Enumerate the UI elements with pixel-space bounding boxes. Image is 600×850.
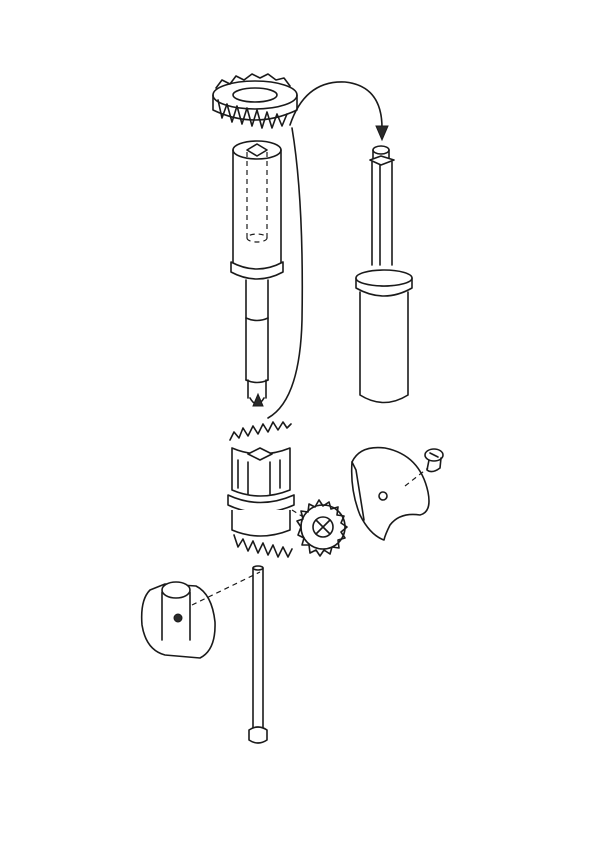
square-shaft-assembly: [355, 145, 413, 404]
transfer-arrow-bottom: [267, 127, 304, 419]
hollow-spindle: [230, 140, 284, 405]
transfer-arrow-top: [289, 81, 383, 129]
pin-rod: [248, 565, 268, 744]
small-gear: [296, 499, 348, 557]
alignment-line-gear: [291, 509, 306, 519]
arrow-head-top: [375, 125, 389, 142]
lower-gear-housing: [227, 421, 295, 558]
screw: [424, 448, 444, 473]
top-gear: [212, 73, 298, 129]
alignment-line-screw: [404, 467, 429, 487]
arrow-head-bottom: [252, 392, 264, 407]
cam-plate: [350, 446, 430, 541]
eccentric-block: [140, 581, 216, 659]
alignment-line-block: [191, 571, 261, 606]
